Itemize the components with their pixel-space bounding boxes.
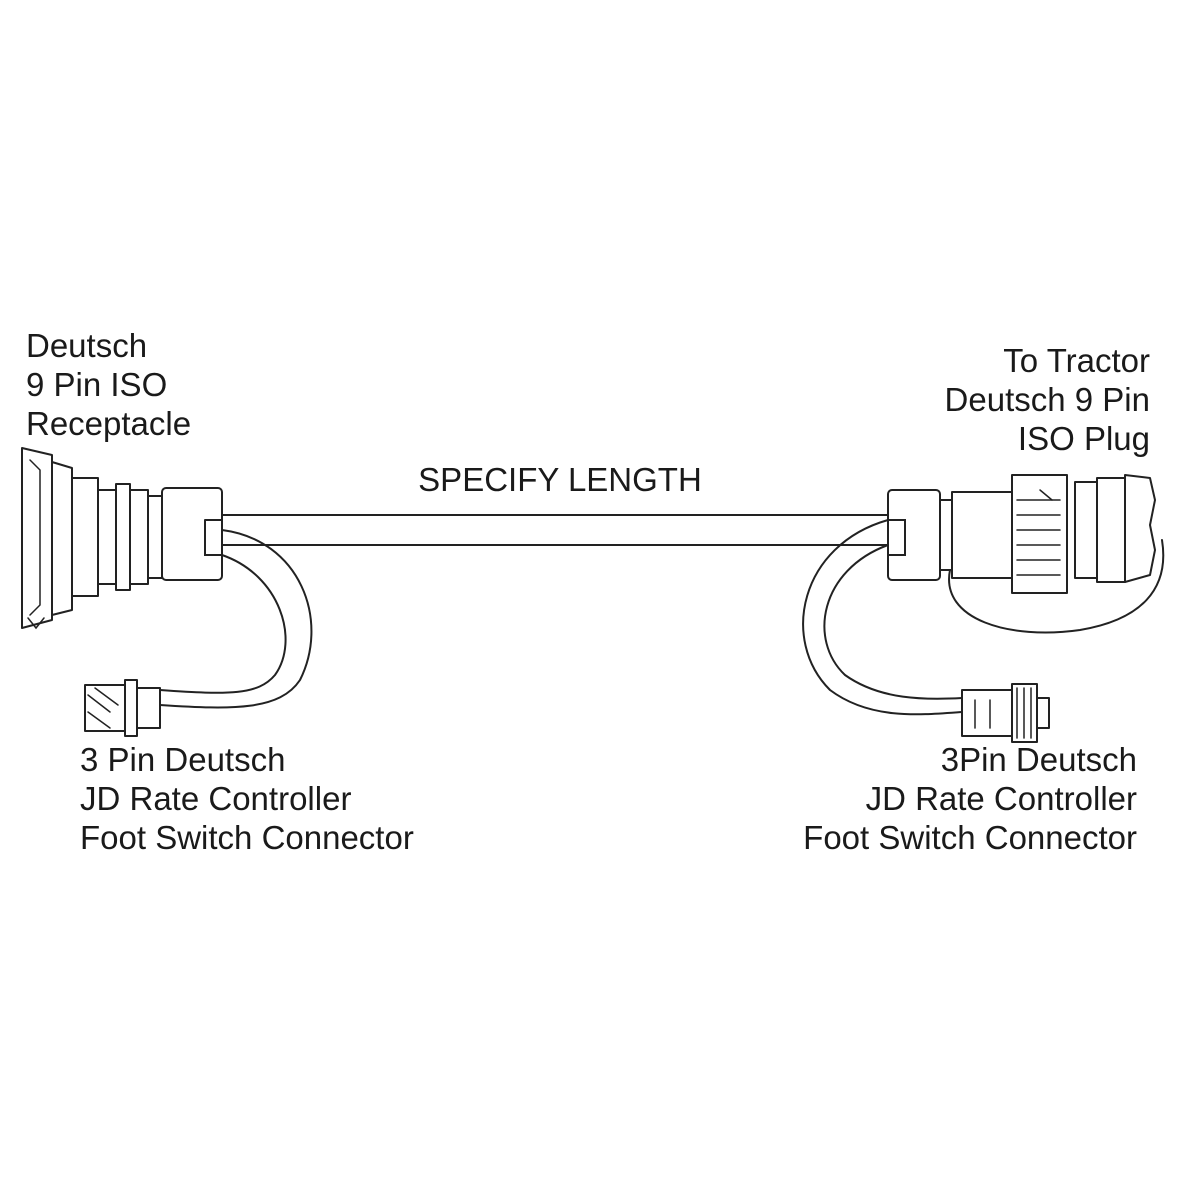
left-receptacle-line-2: 9 Pin ISO — [26, 366, 168, 403]
right-iso-plug — [887, 474, 1165, 634]
right-footswitch-line-1: 3Pin Deutsch — [940, 741, 1137, 778]
left-footswitch-line-1: 3 Pin Deutsch — [80, 741, 286, 778]
left-footswitch-line-2: JD Rate Controller — [80, 780, 352, 817]
right-plug-line-3: ISO Plug — [1017, 420, 1150, 457]
main-cable — [221, 514, 889, 546]
right-plug-label: To Tractor Deutsch 9 Pin ISO Plug — [945, 341, 1150, 458]
cable-length-label: SPECIFY LENGTH — [380, 460, 740, 499]
left-footswitch-line-3: Foot Switch Connector — [80, 819, 414, 856]
right-footswitch-line-3: Foot Switch Connector — [803, 819, 1137, 856]
cable-length-text: SPECIFY LENGTH — [418, 461, 702, 498]
right-plug-line-2: Deutsch 9 Pin — [944, 381, 1150, 418]
left-branch-cable — [159, 529, 313, 709]
right-footswitch-line-2: JD Rate Controller — [865, 780, 1137, 817]
left-receptacle-label: Deutsch 9 Pin ISO Receptacle — [26, 326, 191, 443]
right-footswitch-label: 3Pin Deutsch JD Rate Controller Foot Swi… — [803, 740, 1137, 857]
right-footswitch-connector — [961, 683, 1050, 743]
right-branch-cable — [802, 519, 963, 716]
left-footswitch-label: 3 Pin Deutsch JD Rate Controller Foot Sw… — [80, 740, 414, 857]
left-receptacle-line-3: Receptacle — [26, 405, 192, 442]
left-iso-receptacle — [21, 447, 223, 630]
left-footswitch-connector — [84, 679, 161, 737]
right-plug-line-1: To Tractor — [1003, 342, 1150, 379]
left-receptacle-line-1: Deutsch — [26, 327, 148, 364]
